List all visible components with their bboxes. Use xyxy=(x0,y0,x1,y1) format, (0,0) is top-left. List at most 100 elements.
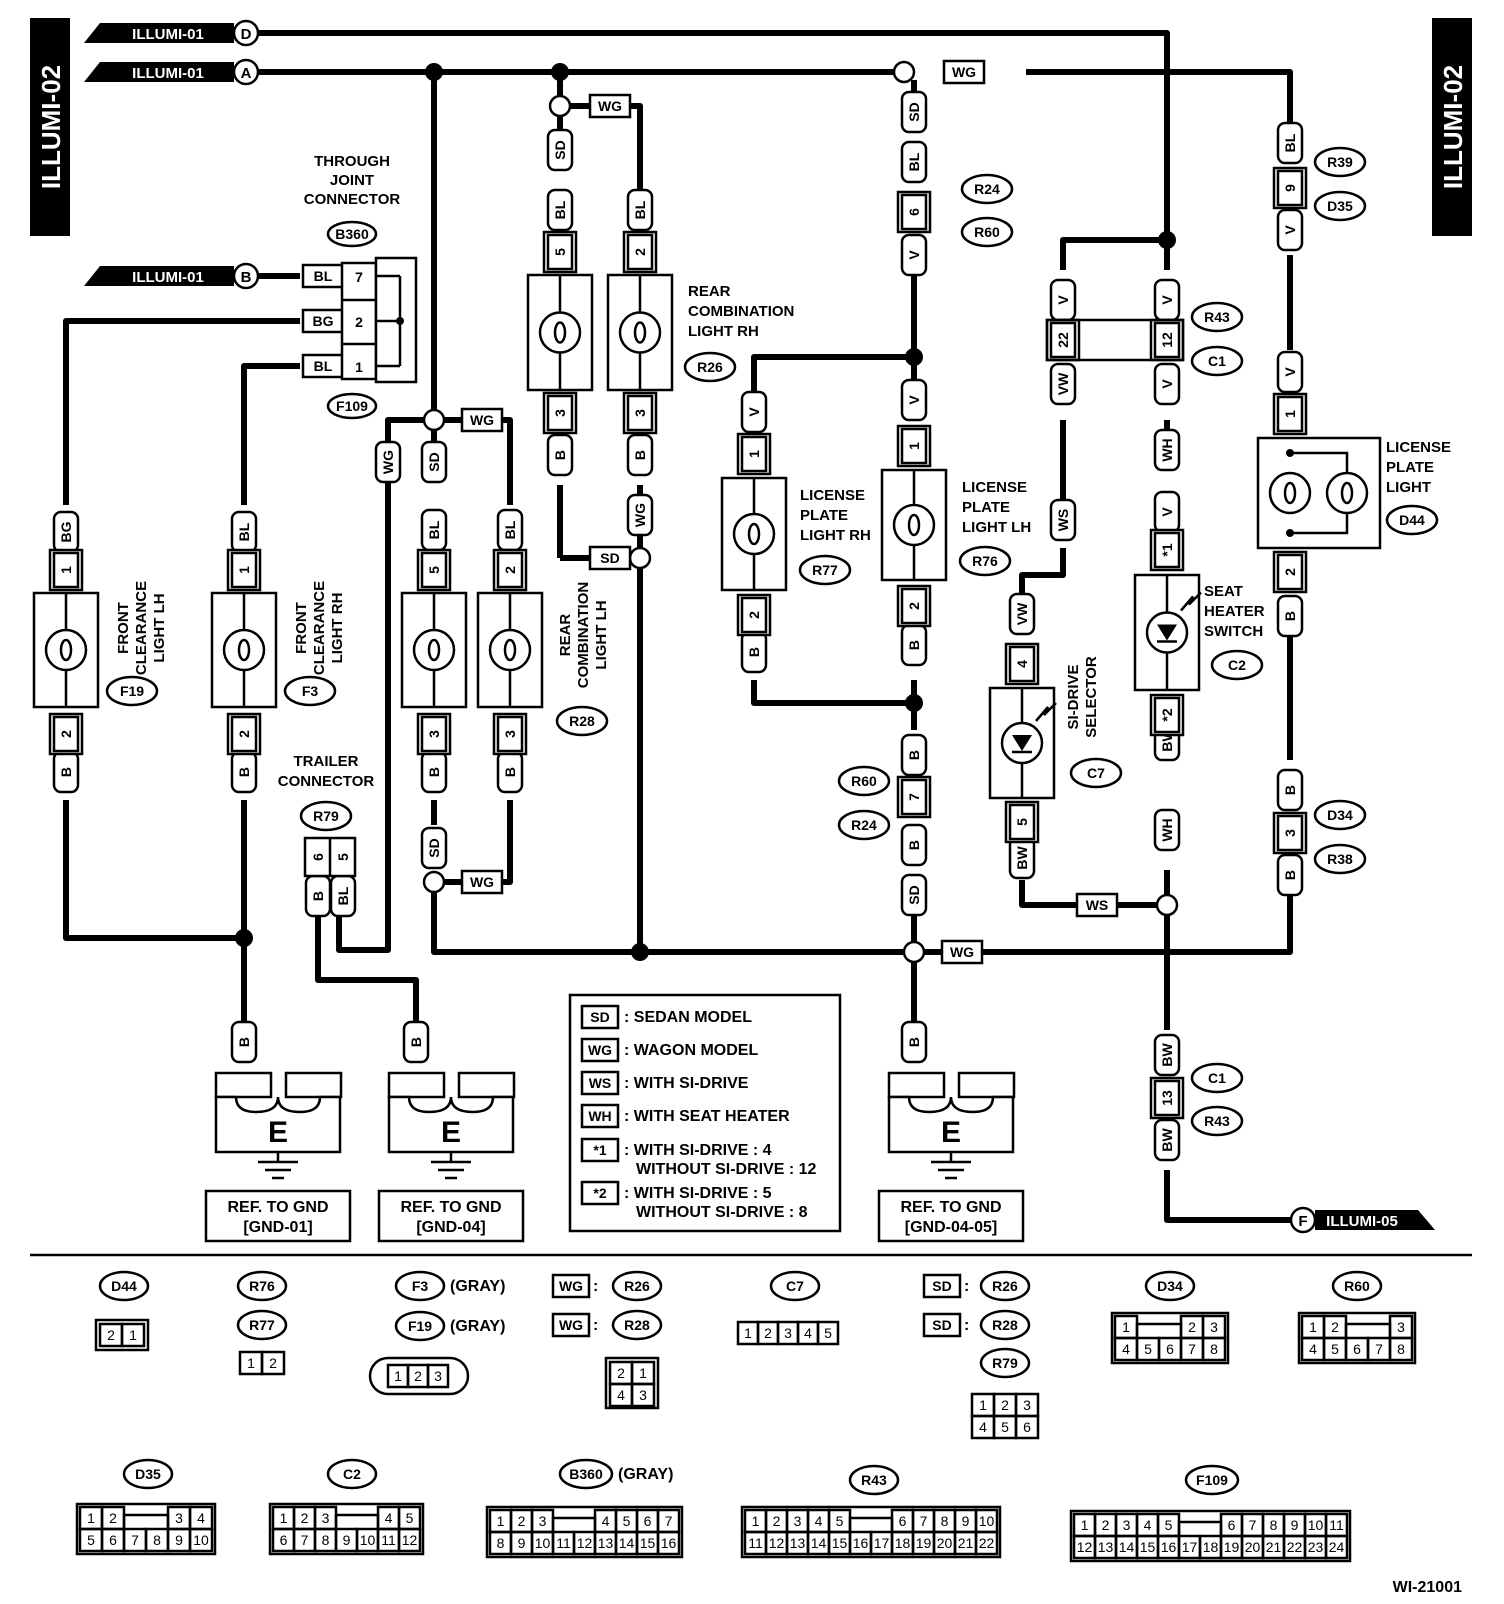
view-code xyxy=(848,1464,900,1496)
svg-text:B360: B360 xyxy=(335,226,369,242)
connector-pin-inner xyxy=(740,596,768,634)
wire-code-label: B xyxy=(552,450,568,460)
pin-number: 3 xyxy=(552,409,568,417)
pin-cell-label: 1 xyxy=(87,1510,95,1526)
svg-text:LIGHT RH: LIGHT RH xyxy=(688,323,759,340)
filament-icon xyxy=(1340,481,1354,505)
wire-code-label: B xyxy=(906,840,922,850)
connector-code-label: R60 xyxy=(974,224,1000,240)
pin-cell-label: 2 xyxy=(617,1365,625,1381)
front-clearance-light-lh xyxy=(32,591,100,709)
svg-text:CLEARANCE: CLEARANCE xyxy=(133,581,150,675)
wire-code-tag xyxy=(402,1020,430,1064)
pin-cell-label: 10 xyxy=(535,1535,551,1551)
filament-icon xyxy=(427,638,441,662)
connector-key xyxy=(848,1516,894,1532)
pin-cell-label: 1 xyxy=(639,1365,647,1381)
wire-code-tag xyxy=(900,90,928,134)
svg-text:LIGHT RH: LIGHT RH xyxy=(800,527,871,544)
pin-cell-label: 5 xyxy=(836,1513,844,1529)
ground-ref-code: [GND-01] xyxy=(243,1219,312,1236)
wire-code-tag xyxy=(1049,498,1077,542)
wire-code-label: B xyxy=(906,640,922,650)
legend-key: WH xyxy=(588,1108,611,1124)
connector-pin-inner xyxy=(52,551,80,589)
pin-number: 3 xyxy=(632,409,648,417)
pin-cell-label: 17 xyxy=(1182,1539,1198,1555)
legend-text: : WITH SI-DRIVE xyxy=(624,1075,749,1092)
pin-cell-label: 1 xyxy=(497,1513,505,1529)
pin-cell-label: 8 xyxy=(1270,1517,1278,1533)
legend-key-box xyxy=(580,1004,620,1030)
bulb-icon xyxy=(892,503,936,547)
filament-icon xyxy=(503,638,517,662)
connector-code xyxy=(837,809,891,841)
pin-cell-label: 22 xyxy=(1287,1539,1303,1555)
view-note: (GRAY) xyxy=(618,1466,673,1483)
ground-tab xyxy=(457,1071,516,1099)
wire-code-label: VW xyxy=(1055,372,1071,395)
connector-code xyxy=(555,705,609,737)
wire-code-tag xyxy=(1276,594,1304,638)
connector-pin-inner xyxy=(1276,395,1304,433)
view-prefix: SD xyxy=(932,1278,951,1294)
connector-code-label: R79 xyxy=(313,808,339,824)
bulb-icon xyxy=(732,512,776,556)
wire-code-label: WG xyxy=(598,98,622,114)
wire-code-label: WG xyxy=(952,64,976,80)
pin-cell-label: 12 xyxy=(402,1532,418,1548)
connector-code-label: R39 xyxy=(1327,154,1353,170)
pin-cell-label: 2 xyxy=(109,1510,117,1526)
wire-code-label: V xyxy=(1159,507,1175,517)
pin-cell-label: 10 xyxy=(1308,1517,1324,1533)
connector-pin-inner xyxy=(900,587,928,625)
connector-face xyxy=(1069,1509,1352,1563)
svg-text:ILLUMI-01: ILLUMI-01 xyxy=(132,65,204,82)
pin-cell-label: 1 xyxy=(1309,1319,1317,1335)
pin-cell-label: 6 xyxy=(899,1513,907,1529)
pin-cell xyxy=(656,1530,681,1556)
pin-cell-label: 23 xyxy=(1308,1539,1324,1555)
pin-cell-label: 2 xyxy=(269,1355,277,1371)
pin-number: 9 xyxy=(1282,184,1298,192)
pin-cell-label: 20 xyxy=(937,1535,953,1551)
view-code-label: C7 xyxy=(786,1278,804,1294)
signal-f: F ILLUMI-05 xyxy=(1289,1206,1435,1234)
pin-cell-label: 3 xyxy=(539,1513,547,1529)
ground-tab xyxy=(887,1071,946,1099)
bulb-icon xyxy=(44,628,88,672)
connector-code-label: C1 xyxy=(1208,353,1226,369)
wire-code-label: WH xyxy=(1159,438,1175,461)
pin-cell-label: 5 xyxy=(1144,1341,1152,1357)
lamp-lead xyxy=(1290,451,1349,473)
pin-cell-label: 21 xyxy=(958,1535,974,1551)
ground-ref: REF. TO GND xyxy=(400,1199,501,1216)
wire-code-label: SD xyxy=(426,838,442,857)
pin-cell-label: 2 xyxy=(414,1368,422,1384)
connector-pin-inner xyxy=(900,427,928,465)
connector-c1-frame xyxy=(1045,318,1185,362)
pin-number: 2 xyxy=(502,566,518,574)
view-code-label: D34 xyxy=(1157,1278,1183,1294)
rear-combination-light-rh-a xyxy=(526,273,594,392)
svg-text:F: F xyxy=(1298,1213,1307,1230)
bulb-icon xyxy=(1268,471,1312,515)
pin-cell-label: 3 xyxy=(1023,1397,1031,1413)
light-components xyxy=(32,273,1382,800)
legend-key-box xyxy=(580,1103,620,1129)
pin-cell-label: 9 xyxy=(518,1535,526,1551)
view-code xyxy=(394,1310,446,1342)
wire-code-tag xyxy=(374,440,402,484)
bulb-icon xyxy=(538,311,582,354)
connector-pin-inner xyxy=(626,394,654,432)
wire-code-tag xyxy=(900,1020,928,1064)
connector-code-label: F3 xyxy=(302,683,319,699)
pin-cell-label: 12 xyxy=(769,1535,785,1551)
pin-cell-label: 22 xyxy=(979,1535,995,1551)
pin-number: 2 xyxy=(58,730,74,738)
connector-pin-inner xyxy=(546,394,574,432)
connector-pin-inner xyxy=(230,551,258,589)
view-code xyxy=(1331,1270,1383,1302)
